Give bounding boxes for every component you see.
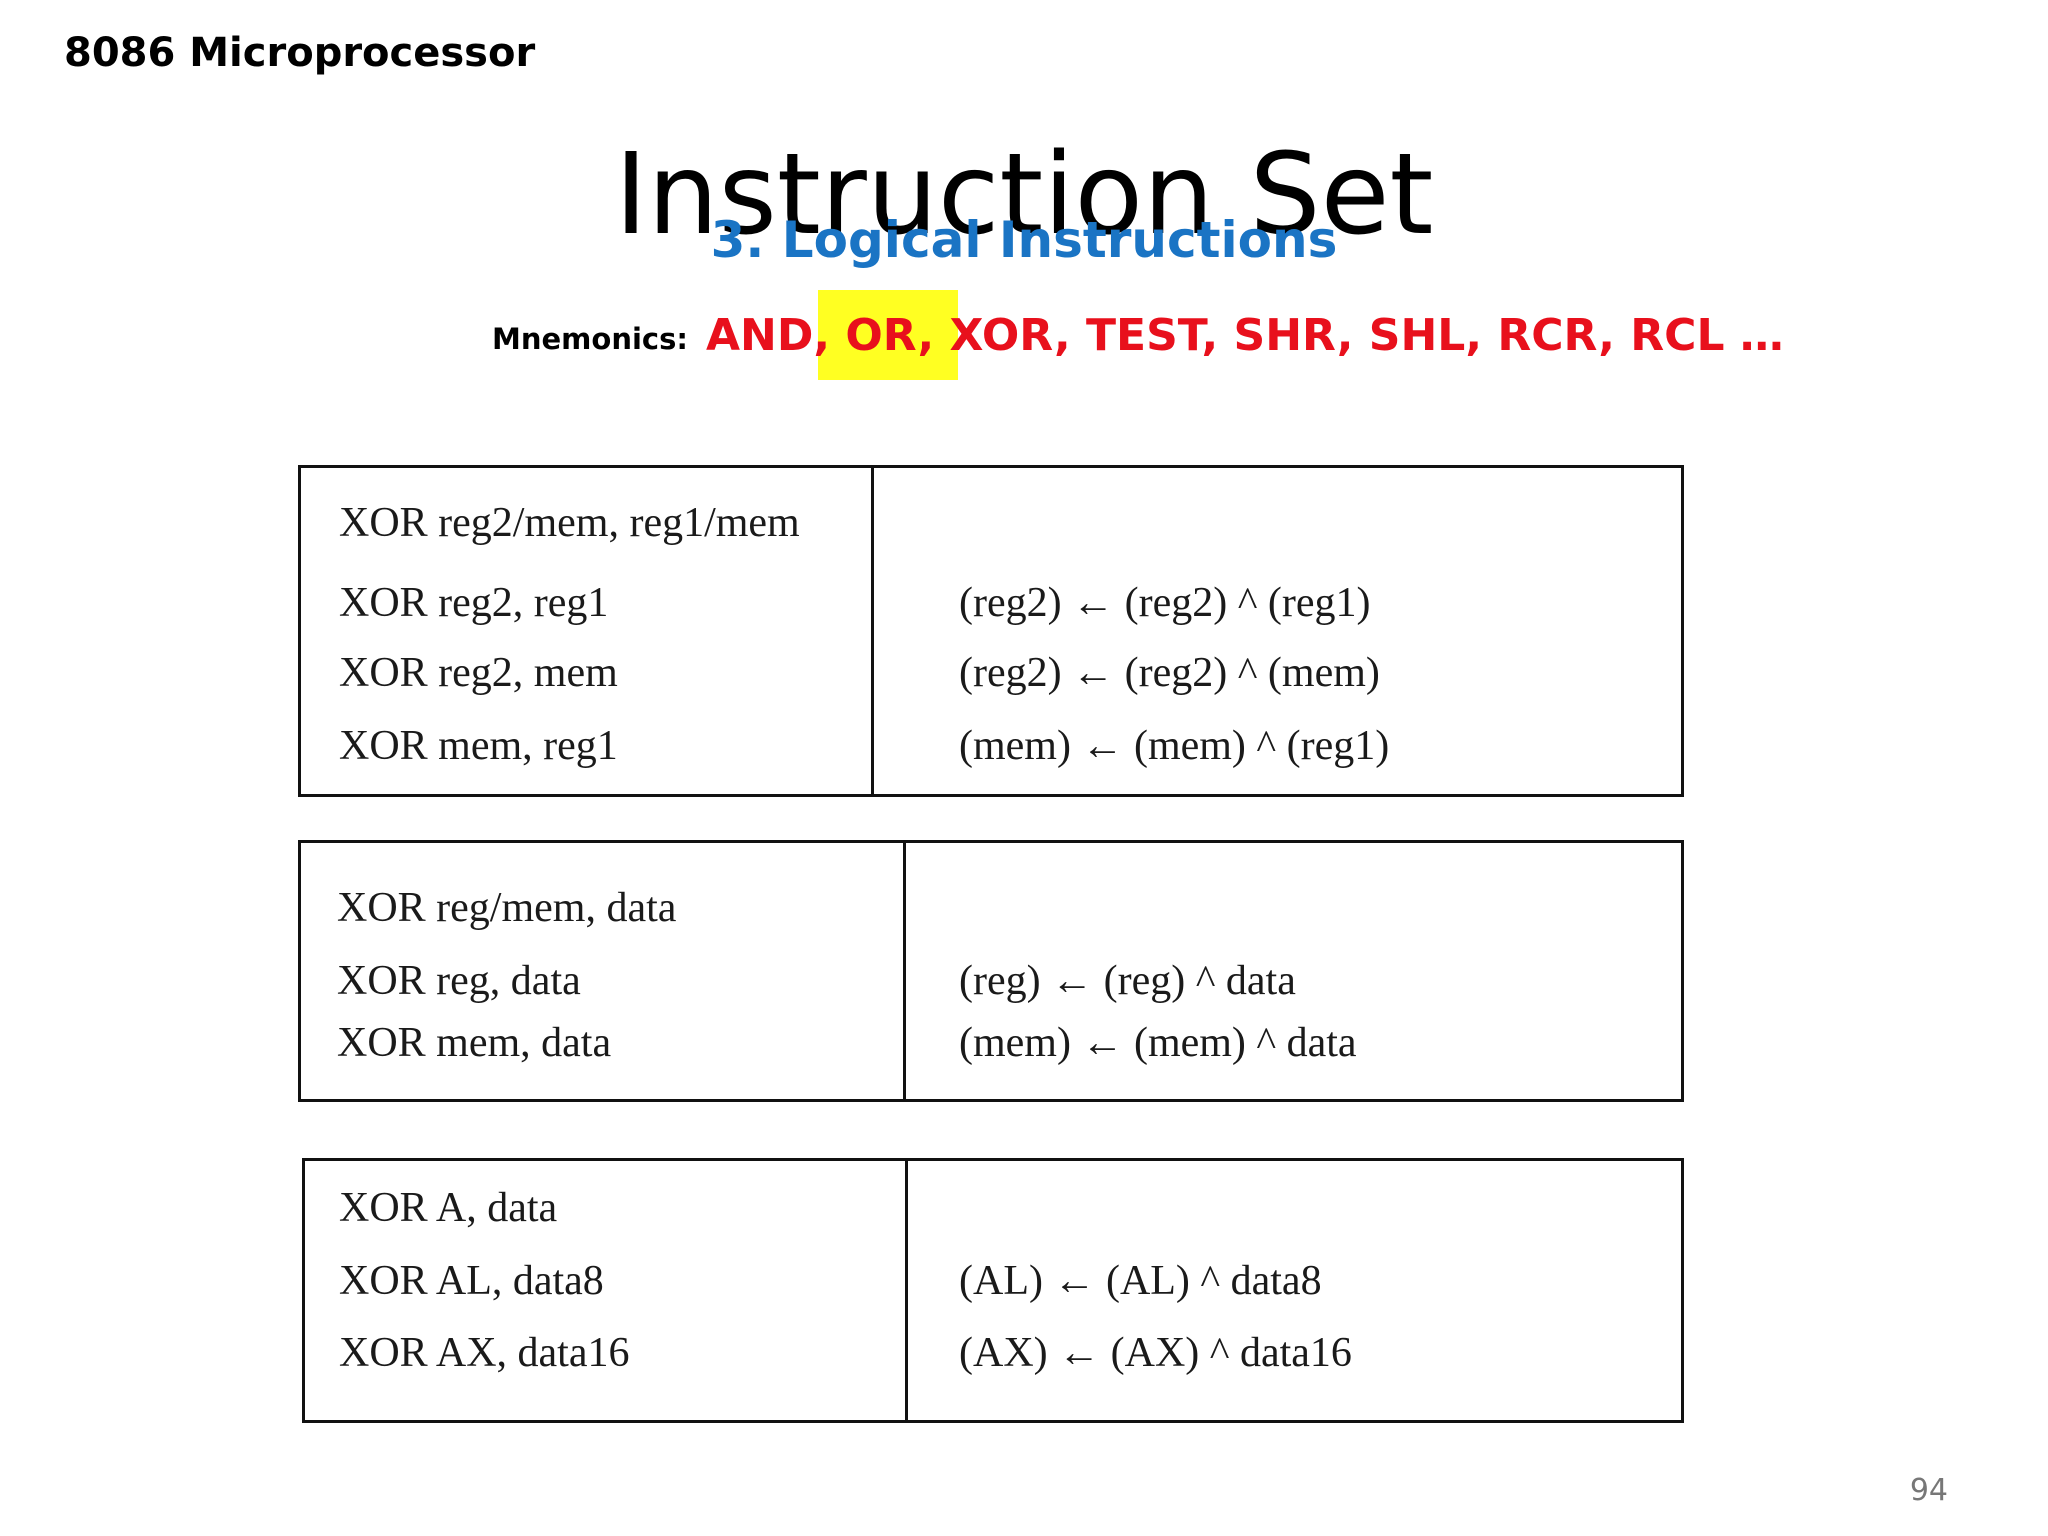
table-divider xyxy=(903,843,906,1099)
operation-description: (reg2) ← (reg2) ^ (reg1) xyxy=(959,580,1371,626)
operation-description: (mem) ← (mem) ^ (reg1) xyxy=(959,723,1390,769)
instruction-table-immediate: XOR reg/mem, data XOR reg, data XOR mem,… xyxy=(298,840,1684,1102)
operation-description: (reg2) ← (reg2) ^ (mem) xyxy=(959,650,1380,696)
mnemonics-label: Mnemonics: xyxy=(492,322,688,356)
mnemonics-list: AND, OR, XOR, TEST, SHR, SHL, RCR, RCL … xyxy=(705,309,1784,361)
instruction-syntax: XOR reg2/mem, reg1/mem xyxy=(339,500,800,546)
page-number: 94 xyxy=(1909,1473,1948,1508)
instruction-syntax: XOR mem, reg1 xyxy=(339,723,618,769)
instruction-syntax: XOR reg, data xyxy=(337,958,581,1004)
instruction-table-accumulator: XOR A, data XOR AL, data8 XOR AX, data16… xyxy=(302,1158,1684,1423)
course-title: 8086 Microprocessor xyxy=(64,30,536,76)
instruction-syntax: XOR A, data xyxy=(339,1185,558,1231)
table-divider xyxy=(871,468,874,794)
highlight-mark xyxy=(818,290,958,380)
instruction-syntax: XOR mem, data xyxy=(337,1020,612,1066)
mnemonics-line: Mnemonics: AND, OR, XOR, TEST, SHR, SHL,… xyxy=(492,290,1784,380)
instruction-syntax: XOR reg2, mem xyxy=(339,650,618,696)
operation-description: (AL) ← (AL) ^ data8 xyxy=(959,1258,1322,1304)
slide-subtitle: 3. Logical Instructions xyxy=(710,211,1338,269)
instruction-syntax: XOR AX, data16 xyxy=(339,1330,630,1376)
operation-description: (reg) ← (reg) ^ data xyxy=(959,958,1296,1004)
operation-description: (mem) ← (mem) ^ data xyxy=(959,1020,1357,1066)
slide-title: Instruction Set xyxy=(614,130,1434,260)
instruction-syntax: XOR reg/mem, data xyxy=(337,885,677,931)
table-divider xyxy=(905,1161,908,1420)
instruction-syntax: XOR reg2, reg1 xyxy=(339,580,609,626)
operation-description: (AX) ← (AX) ^ data16 xyxy=(959,1330,1352,1376)
instruction-table-reg-mem: XOR reg2/mem, reg1/mem XOR reg2, reg1 XO… xyxy=(298,465,1684,797)
instruction-syntax: XOR AL, data8 xyxy=(339,1258,604,1304)
